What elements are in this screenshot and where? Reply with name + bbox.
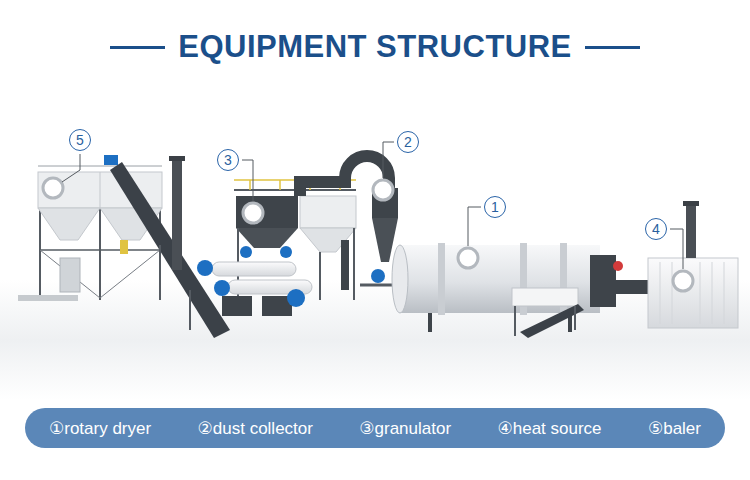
callout-number: 1 xyxy=(484,196,506,218)
storage-silo xyxy=(99,205,101,300)
granulator-section xyxy=(353,228,355,300)
granulator-section xyxy=(280,246,292,258)
part-marker xyxy=(373,180,393,200)
callout-digit: 2 xyxy=(404,135,412,149)
furnace xyxy=(683,201,699,206)
furnace xyxy=(648,258,738,328)
title-bar: EQUIPMENT STRUCTURE xyxy=(0,22,750,72)
granulator-section xyxy=(214,280,230,296)
belt-conveyor xyxy=(189,290,191,330)
legend-band: ①rotary dryer ②dust collector ③granulator ④… xyxy=(25,408,725,448)
granulator-section xyxy=(287,289,305,307)
chimney xyxy=(169,156,185,161)
part-marker xyxy=(43,178,693,291)
leader-line xyxy=(383,142,394,178)
part-name: ②dust collector xyxy=(198,418,313,439)
storage-silo xyxy=(100,172,101,208)
granulator-section xyxy=(197,260,213,276)
part-name: ③granulator xyxy=(359,418,451,439)
leader-line xyxy=(468,207,481,246)
furnace xyxy=(660,262,661,324)
callout-number: 2 xyxy=(397,131,419,153)
belt-conveyor xyxy=(104,155,118,165)
rotary-drum xyxy=(400,245,600,313)
part-name: ①rotary dryer xyxy=(49,418,151,439)
callout-digit: 5 xyxy=(76,133,84,147)
callout-digit: 4 xyxy=(652,222,660,236)
rotary-drum xyxy=(428,313,432,332)
title-rule xyxy=(585,46,640,49)
belt-conveyor xyxy=(159,245,161,300)
rotary-drum xyxy=(438,243,445,315)
callout-digit: 3 xyxy=(224,153,232,167)
storage-silo xyxy=(40,249,160,251)
callout-number: 4 xyxy=(645,218,667,240)
belt-conveyor xyxy=(104,155,230,338)
storage-silo xyxy=(40,250,100,298)
granulator-section xyxy=(222,296,252,316)
chimney xyxy=(172,160,182,270)
storage-silo xyxy=(120,240,128,254)
furnace xyxy=(612,201,738,328)
leader-line xyxy=(670,229,683,269)
feeder xyxy=(574,306,576,330)
cyclone xyxy=(371,269,385,283)
leader-line xyxy=(242,160,253,201)
air-duct xyxy=(341,240,349,290)
storage-silo xyxy=(38,166,162,167)
storage-silo xyxy=(39,205,41,300)
feeder xyxy=(514,306,516,336)
granulator-section xyxy=(249,180,251,190)
furnace xyxy=(672,262,673,324)
granulator-section xyxy=(236,196,298,228)
storage-silo xyxy=(60,258,80,292)
part-name: ④heat source xyxy=(497,418,601,439)
chimney xyxy=(169,156,185,270)
granulator-section xyxy=(279,180,281,190)
feeder xyxy=(512,288,578,306)
granulator-section xyxy=(236,228,298,248)
title-text: EQUIPMENT STRUCTURE xyxy=(178,29,572,65)
storage-silo xyxy=(18,295,78,301)
part-marker xyxy=(673,271,693,291)
storage-silo xyxy=(18,166,162,301)
furnace xyxy=(686,205,696,258)
rotary-drum xyxy=(392,243,623,332)
granulator-section xyxy=(300,196,356,228)
granulator-section xyxy=(212,262,296,276)
granulator-section xyxy=(197,180,356,316)
floor xyxy=(0,280,750,400)
part-marker xyxy=(243,203,263,223)
feeder xyxy=(520,304,584,338)
belt-conveyor xyxy=(110,162,230,338)
callout-number: 3 xyxy=(217,149,239,171)
title-rule xyxy=(110,46,165,49)
granulator-section xyxy=(240,246,252,258)
furnace xyxy=(712,262,713,324)
feeder xyxy=(512,288,584,338)
furnace xyxy=(700,262,701,324)
storage-silo xyxy=(100,250,160,298)
callout-digit: 1 xyxy=(491,200,499,214)
furnace xyxy=(724,262,725,324)
furnace xyxy=(612,280,650,294)
part-marker xyxy=(458,248,478,268)
leader-line xyxy=(62,154,80,182)
storage-silo xyxy=(38,208,100,240)
granulator-section xyxy=(319,252,321,300)
part-marker xyxy=(43,178,63,198)
rotary-drum xyxy=(613,261,623,271)
callout-number: 5 xyxy=(69,129,91,151)
storage-silo xyxy=(159,205,161,300)
floor xyxy=(0,280,750,400)
part-name: ⑤baler xyxy=(648,418,701,439)
rotary-drum xyxy=(392,245,408,313)
leader-line xyxy=(62,142,683,269)
